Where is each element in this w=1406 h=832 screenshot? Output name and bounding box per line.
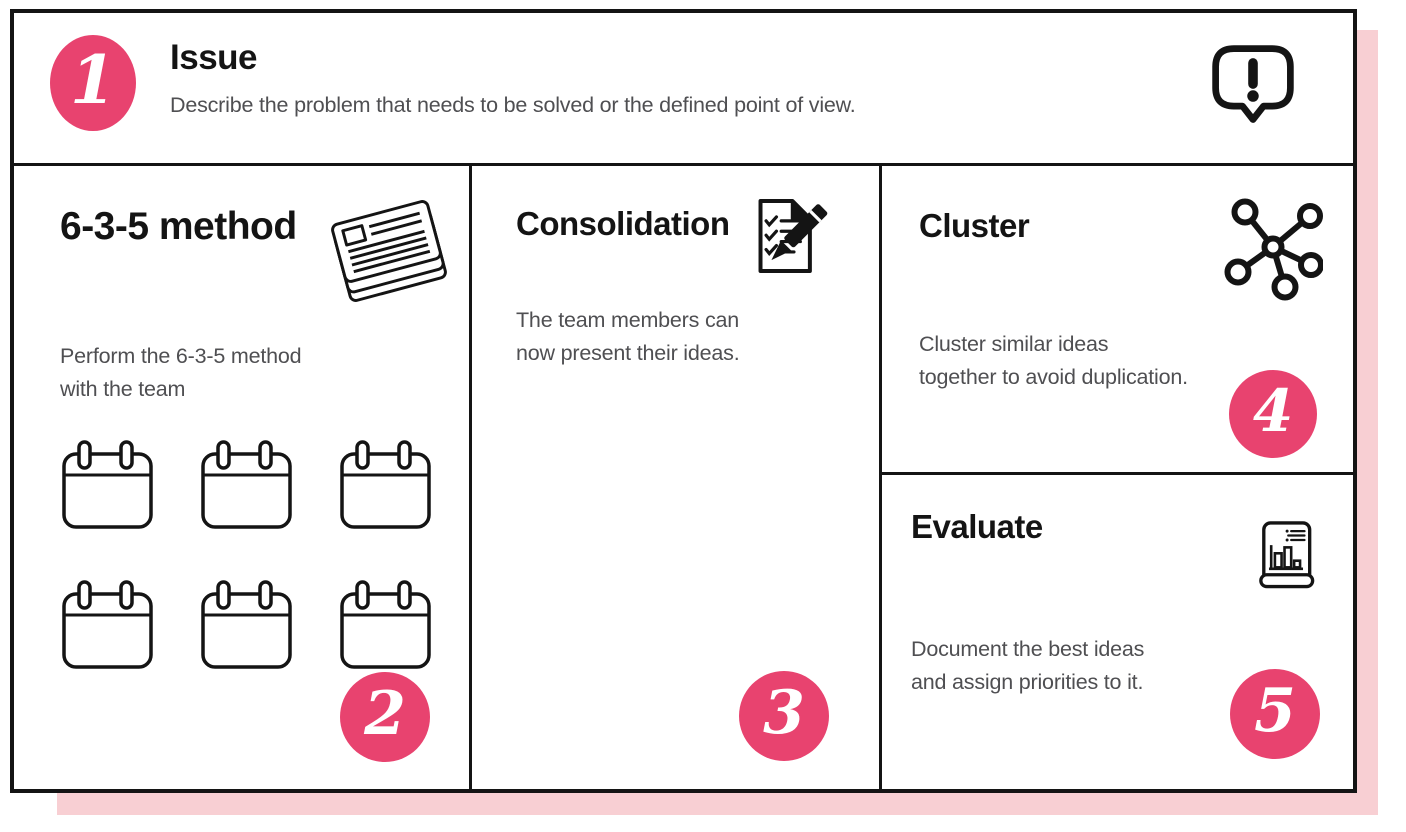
evaluate-title: Evaluate <box>911 508 1043 545</box>
issue-text-block: Issue Describe the problem that needs to… <box>170 13 1353 118</box>
step-badge-5: 5 <box>1230 669 1320 759</box>
blank-calendar-icon <box>201 439 292 529</box>
blank-calendar-icon <box>340 439 431 529</box>
section-consolidation: Consolidation <box>472 166 882 789</box>
step-badge-3: 3 <box>739 671 829 761</box>
blank-calendar-icon <box>62 579 153 669</box>
step-number: 1 <box>70 41 116 119</box>
speech-bubble-exclamation-icon <box>1212 45 1294 123</box>
step-number: 3 <box>763 678 805 748</box>
blank-calendar-icon <box>340 579 431 669</box>
brainstorm-canvas: 1 Issue Describe the problem that needs … <box>10 9 1357 793</box>
blank-calendar-icon <box>201 579 292 669</box>
cluster-title: Cluster <box>919 207 1030 244</box>
issue-title: Issue <box>170 38 258 77</box>
consolidation-description: The team members can now present their i… <box>516 308 740 366</box>
calendar-grid <box>60 439 433 671</box>
section-evaluate: Evaluate <box>882 475 1353 789</box>
method-description: Perform the 6-3-5 method with the team <box>60 344 302 402</box>
step-number: 4 <box>1252 377 1294 445</box>
paper-stack-icon <box>331 200 447 302</box>
evaluate-description: Document the best ideas and assign prior… <box>911 637 1145 695</box>
issue-description: Describe the problem that needs to be so… <box>170 92 856 117</box>
cluster-description: Cluster similar ideas together to avoid … <box>919 332 1188 390</box>
method-title: 6-3-5 method <box>60 205 297 248</box>
step-badge-4: 4 <box>1229 370 1317 458</box>
checklist-pencil-icon <box>758 198 828 274</box>
cluster-network-icon <box>1224 198 1323 301</box>
step-number: 5 <box>1254 676 1296 746</box>
step-number: 2 <box>364 679 406 749</box>
step-badge-2: 2 <box>340 672 430 762</box>
bar-chart-document-icon <box>1259 521 1315 589</box>
blank-calendar-icon <box>62 439 153 529</box>
section-cluster: Cluster <box>882 166 1353 475</box>
section-issue: 1 Issue Describe the problem that needs … <box>14 13 1353 166</box>
section-635-method: 6-3-5 method Perf <box>14 166 472 789</box>
step-badge-1: 1 <box>50 35 136 131</box>
consolidation-title: Consolidation <box>516 205 730 242</box>
